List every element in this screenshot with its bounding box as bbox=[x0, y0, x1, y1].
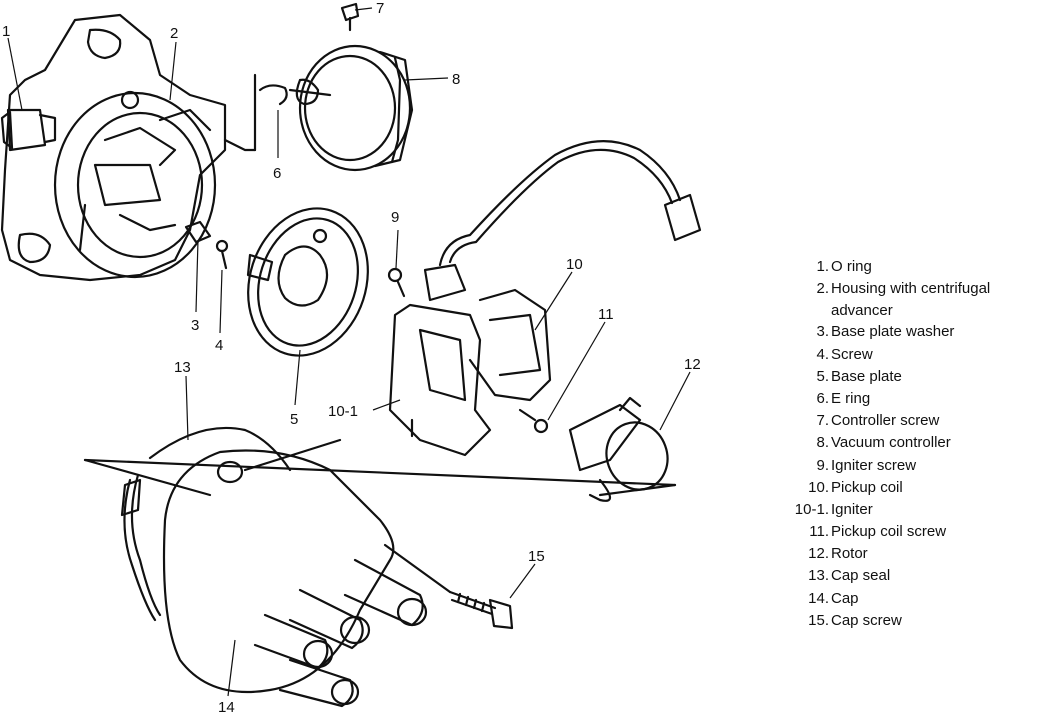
callout-10: 10 bbox=[566, 256, 583, 273]
legend-text: Igniter bbox=[831, 500, 873, 518]
vacuum-controller bbox=[253, 2, 414, 172]
callout-9: 9 bbox=[391, 209, 399, 226]
callout-5: 5 bbox=[290, 411, 298, 428]
legend-text: Cap screw bbox=[831, 611, 902, 629]
callout-13: 13 bbox=[174, 359, 191, 376]
callout-8: 8 bbox=[452, 71, 460, 88]
pickup-coil-screw bbox=[518, 408, 549, 434]
legend-item: 13.Cap seal bbox=[786, 565, 1051, 587]
legend-item: 9.Igniter screw bbox=[786, 455, 1051, 477]
legend-number: 9. bbox=[816, 456, 829, 474]
callout-labels: 1 2 3 4 5 6 7 8 9 10 10-1 11 12 13 14 15 bbox=[2, 0, 701, 714]
igniter-screw bbox=[387, 267, 406, 298]
legend-item: 8.Vacuum controller bbox=[786, 432, 1051, 454]
legend-item: 7.Controller screw bbox=[786, 410, 1051, 432]
legend-text: Vacuum controller bbox=[831, 434, 951, 452]
parts-legend: 1.O ring 2.Housing with centrifugal adva… bbox=[786, 256, 1051, 632]
legend-number: 15. bbox=[808, 611, 829, 629]
leader-lines bbox=[7, 7, 691, 697]
legend-item: 14.Cap bbox=[786, 588, 1051, 610]
legend-item: 5.Base plate bbox=[786, 366, 1051, 388]
legend-item: 15.Cap screw bbox=[786, 610, 1051, 632]
callout-2: 2 bbox=[170, 25, 178, 42]
legend-number: 10. bbox=[808, 478, 829, 496]
legend-number: 11. bbox=[809, 523, 829, 541]
legend-text: Pickup coil screw bbox=[831, 523, 947, 541]
callout-15: 15 bbox=[528, 548, 545, 565]
legend-text: Base plate washer bbox=[831, 323, 955, 341]
legend-item: 1.O ring bbox=[786, 256, 1051, 278]
callout-6: 6 bbox=[273, 165, 281, 182]
legend-text: Housing with centrifugal bbox=[831, 280, 991, 298]
legend-text: Rotor bbox=[831, 545, 868, 563]
callout-11: 11 bbox=[598, 306, 614, 323]
legend-number: 7. bbox=[816, 412, 829, 430]
legend-item: advancer bbox=[786, 300, 1051, 321]
callout-1: 1 bbox=[2, 23, 10, 40]
legend-number: 12. bbox=[808, 545, 829, 563]
legend-item: 10.Pickup coil bbox=[786, 477, 1051, 499]
legend-number: 10-1. bbox=[794, 500, 829, 518]
legend-number: 2. bbox=[816, 280, 829, 298]
callout-4: 4 bbox=[215, 337, 223, 354]
legend-text: Cap bbox=[831, 589, 859, 607]
cap-screw bbox=[383, 543, 514, 630]
legend-number: 3. bbox=[816, 323, 829, 341]
legend-text: E ring bbox=[831, 389, 871, 407]
legend-text: O ring bbox=[831, 258, 872, 275]
legend-text: Pickup coil bbox=[831, 478, 903, 496]
legend-item: 3.Base plate washer bbox=[786, 321, 1051, 343]
distributor-housing bbox=[0, 13, 257, 282]
legend-text: Cap seal bbox=[831, 567, 891, 585]
legend-text: advancer bbox=[831, 302, 893, 320]
legend-item: 11.Pickup coil screw bbox=[786, 521, 1051, 543]
callout-7: 7 bbox=[376, 0, 384, 17]
legend-item: 4.Screw bbox=[786, 344, 1051, 366]
legend-number: 5. bbox=[816, 367, 829, 385]
legend-text: Base plate bbox=[831, 367, 902, 385]
pickup-coil-igniter bbox=[388, 140, 702, 457]
base-plate bbox=[246, 207, 369, 357]
callout-14: 14 bbox=[218, 699, 235, 714]
legend-number: 8. bbox=[816, 434, 829, 452]
washer-and-screw bbox=[184, 220, 229, 270]
distributor-cap bbox=[83, 426, 677, 708]
legend-item: 6.E ring bbox=[786, 388, 1051, 410]
legend-item: 2.Housing with centrifugal bbox=[786, 278, 1051, 300]
legend-text: Igniter screw bbox=[831, 456, 917, 474]
callout-3: 3 bbox=[191, 317, 199, 334]
legend-number: 1. bbox=[816, 258, 829, 275]
legend-text: Controller screw bbox=[831, 412, 940, 430]
legend-text: Screw bbox=[831, 345, 873, 363]
legend-number: 4. bbox=[816, 345, 829, 363]
callout-12: 12 bbox=[684, 356, 701, 373]
legend-number: 14. bbox=[808, 589, 829, 607]
legend-item: 12.Rotor bbox=[786, 543, 1051, 565]
callout-10-1: 10-1 bbox=[328, 403, 358, 420]
legend-item: 10-1.Igniter bbox=[786, 499, 1051, 521]
legend-number: 13. bbox=[808, 567, 829, 585]
legend-number: 6. bbox=[816, 389, 829, 407]
